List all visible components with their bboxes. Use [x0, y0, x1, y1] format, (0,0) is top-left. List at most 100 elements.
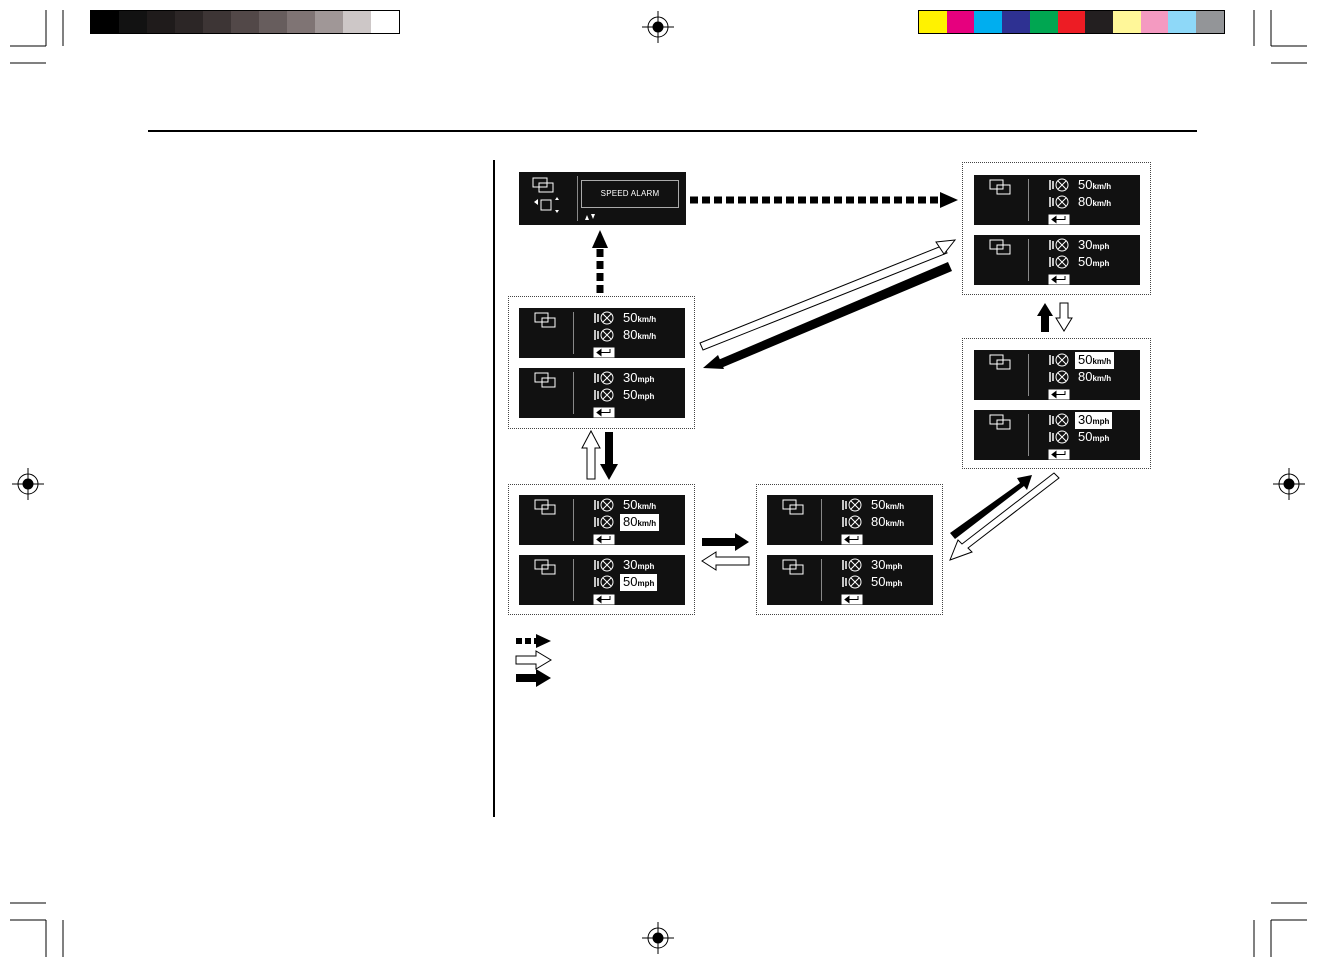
speed-value: 50mph	[623, 387, 654, 404]
speed-value: 30mph	[623, 370, 654, 387]
speed-value: 80km/h	[620, 514, 660, 531]
color-swatch	[259, 11, 287, 33]
speed-unit: km/h	[637, 332, 657, 341]
speed-gauge-icon	[841, 515, 863, 534]
speed-gauge-icon	[1048, 195, 1070, 214]
speed-gauge-icon	[1048, 353, 1070, 372]
back-icon	[593, 532, 615, 550]
speed-unit: mph	[1092, 417, 1110, 426]
color-swatch	[231, 11, 259, 33]
speed-gauge-icon	[593, 575, 615, 594]
back-icon	[1048, 272, 1070, 290]
speed-unit: mph	[637, 579, 655, 588]
speed-unit: mph	[885, 562, 903, 571]
speed-unit: mph	[637, 375, 655, 384]
outline-arrow-icon	[701, 551, 750, 571]
speed-value: 30mph	[1078, 237, 1109, 254]
speed-number: 30	[871, 557, 886, 572]
screen-group-right-top	[962, 162, 1151, 295]
speed-unit: mph	[885, 579, 903, 588]
speed-number: 50	[1078, 429, 1093, 444]
speed-alarm-label: SPEED ALARM	[581, 180, 679, 208]
speed-gauge-icon	[841, 498, 863, 517]
speed-gauge-icon	[593, 311, 615, 330]
speed-unit: km/h	[1092, 357, 1112, 366]
menu-icon	[533, 312, 559, 335]
speed-unit: mph	[637, 562, 655, 571]
speed-number: 80	[1078, 369, 1093, 384]
back-icon	[593, 345, 615, 363]
outline-arrow-icon	[1055, 302, 1073, 332]
speed-value: 80km/h	[623, 327, 656, 344]
back-icon	[593, 592, 615, 610]
speed-number: 80	[1078, 194, 1093, 209]
speed-value: 50km/h	[1078, 177, 1111, 194]
solid-arrow-icon	[702, 533, 749, 551]
menu-icon	[781, 559, 807, 582]
speed-value: 50mph	[1078, 254, 1109, 271]
back-icon	[1048, 387, 1070, 405]
dashed-arrow-icon	[516, 634, 551, 648]
color-swatch	[1168, 11, 1197, 33]
outline-arrow-icon	[949, 472, 1060, 561]
speed-number: 50	[871, 497, 886, 512]
menu-icon	[988, 179, 1014, 202]
solid-arrow-icon	[1037, 303, 1053, 332]
color-swatch	[1085, 11, 1114, 33]
process-color-bar	[918, 10, 1225, 34]
speed-gauge-icon	[1048, 255, 1070, 274]
solid-arrow-icon	[516, 669, 551, 687]
color-swatch	[203, 11, 231, 33]
dashed-arrow-icon	[690, 192, 958, 208]
color-swatch	[315, 11, 343, 33]
speed-value: 30mph	[1075, 412, 1113, 429]
color-swatch	[175, 11, 203, 33]
menu-icon	[781, 499, 807, 522]
solid-arrow-icon	[950, 475, 1032, 539]
speed-number: 80	[623, 327, 638, 342]
screen-group-center-low	[756, 484, 943, 615]
dashed-arrow-icon	[592, 230, 608, 293]
registration-mark-icon	[12, 11, 1305, 954]
speed-value: 80km/h	[1078, 369, 1111, 386]
speed-gauge-icon	[593, 388, 615, 407]
solid-arrow-icon	[703, 262, 952, 369]
legend	[515, 634, 552, 687]
back-icon	[841, 592, 863, 610]
outline-arrow-icon	[515, 650, 552, 670]
speed-unit: km/h	[1092, 199, 1112, 208]
gray-scale-bar	[90, 10, 400, 34]
speed-value: 50mph	[1078, 429, 1109, 446]
color-swatch	[919, 11, 947, 33]
speed-unit: km/h	[1092, 182, 1112, 191]
speed-number: 80	[871, 514, 886, 529]
speed-number: 30	[1078, 412, 1093, 427]
speed-unit: mph	[1092, 434, 1110, 443]
color-swatch	[371, 11, 399, 33]
speed-value: 30mph	[623, 557, 654, 574]
color-swatch	[1002, 11, 1030, 33]
menu-icon	[533, 499, 559, 522]
speed-gauge-icon	[593, 371, 615, 390]
color-swatch	[1057, 11, 1086, 33]
color-swatch	[119, 11, 147, 33]
speed-unit: km/h	[1092, 374, 1112, 383]
menu-icon	[988, 414, 1014, 437]
menu-icon	[988, 354, 1014, 377]
back-icon	[1048, 447, 1070, 465]
speed-value: 50km/h	[1075, 352, 1115, 369]
speed-value: 30mph	[871, 557, 902, 574]
speed-unit: mph	[1092, 259, 1110, 268]
color-swatch	[91, 11, 119, 33]
back-icon	[593, 405, 615, 423]
back-icon	[1048, 212, 1070, 230]
